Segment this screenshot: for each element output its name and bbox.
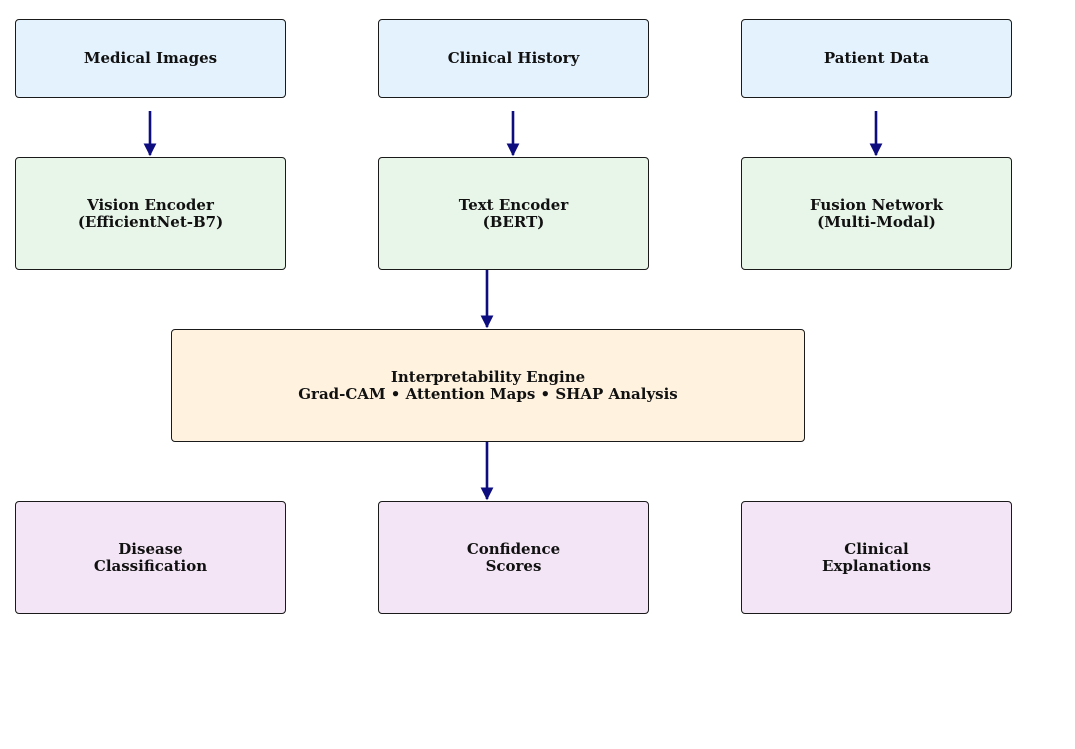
interpretability-engine-methods: Grad-CAM • Attention Maps • SHAP Analysi… bbox=[298, 384, 678, 403]
patient-data-box: Patient Data bbox=[741, 19, 1012, 98]
medical-images-box: Medical Images bbox=[15, 19, 286, 98]
text-encoder-subtitle: (BERT) bbox=[482, 212, 545, 231]
clinical-explanations-line2: Explanations bbox=[822, 556, 931, 575]
interpretability-engine-title: Interpretability Engine bbox=[390, 367, 586, 386]
clinical-explanations-box: Clinical Explanations bbox=[741, 501, 1012, 614]
disease-classification-box: Disease Classification bbox=[15, 501, 286, 614]
text-encoder-title: Text Encoder bbox=[458, 195, 569, 214]
disease-classification-line2: Classification bbox=[93, 556, 208, 575]
vision-encoder-subtitle: (EfficientNet-B7) bbox=[77, 212, 224, 231]
disease-classification-line1: Disease bbox=[118, 539, 183, 558]
confidence-scores-line1: Confidence bbox=[466, 539, 561, 558]
fusion-network-box: Fusion Network (Multi-Modal) bbox=[741, 157, 1012, 270]
vision-encoder-box: Vision Encoder (EfficientNet-B7) bbox=[15, 157, 286, 270]
patient-data-label: Patient Data bbox=[823, 49, 930, 67]
fusion-network-subtitle: (Multi-Modal) bbox=[817, 212, 936, 231]
clinical-history-label: Clinical History bbox=[447, 49, 580, 67]
confidence-scores-box: Confidence Scores bbox=[378, 501, 649, 614]
clinical-history-box: Clinical History bbox=[378, 19, 649, 98]
clinical-explanations-line1: Clinical bbox=[844, 539, 909, 558]
confidence-scores-line2: Scores bbox=[485, 556, 542, 575]
text-encoder-box: Text Encoder (BERT) bbox=[378, 157, 649, 270]
medical-images-label: Medical Images bbox=[83, 49, 218, 67]
interpretability-engine-box: Interpretability Engine Grad-CAM • Atten… bbox=[171, 329, 805, 442]
fusion-network-title: Fusion Network bbox=[810, 195, 943, 214]
vision-encoder-title: Vision Encoder bbox=[87, 195, 214, 214]
